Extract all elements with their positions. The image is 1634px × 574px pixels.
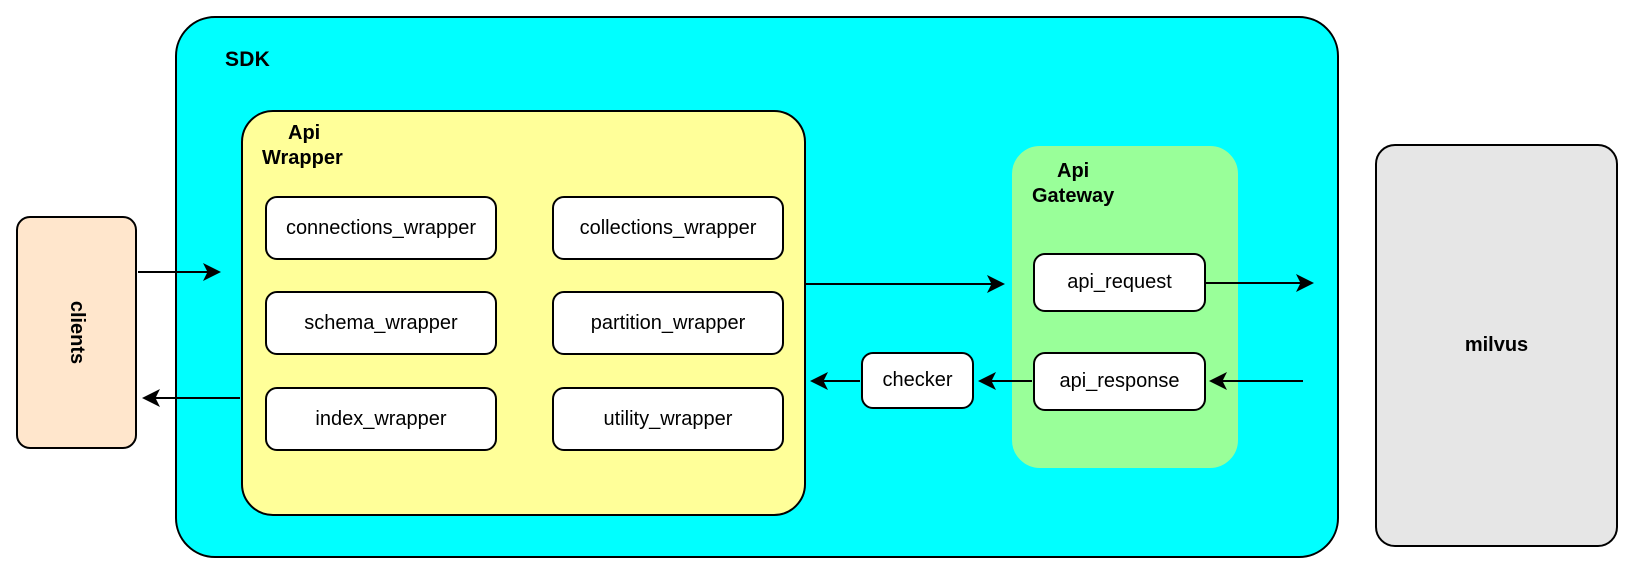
collections-wrapper-node[interactable]: collections_wrapper (552, 196, 784, 260)
sdk-title-label: SDK (225, 48, 270, 71)
partition-wrapper-node[interactable]: partition_wrapper (552, 291, 784, 355)
api-request-label: api_request (1067, 271, 1172, 293)
index-wrapper-node[interactable]: index_wrapper (265, 387, 497, 451)
api-wrapper-title: Api Wrapper (262, 121, 343, 171)
utility-wrapper-label: utility_wrapper (603, 407, 733, 430)
collections-wrapper-label: collections_wrapper (579, 216, 757, 239)
partition-wrapper-label: partition_wrapper (590, 311, 746, 334)
milvus-label: milvus (1464, 334, 1529, 356)
clients-label: clients (65, 300, 88, 365)
api-response-label: api_response (1059, 370, 1180, 392)
connections-wrapper-node[interactable]: connections_wrapper (265, 196, 497, 260)
api-gateway-title: Api Gateway (1032, 159, 1114, 209)
api-wrapper-title-line1: Api (288, 122, 321, 144)
api-gateway-title-line1: Api (1057, 160, 1090, 182)
api-gateway-title-line2: Gateway (1032, 185, 1115, 207)
schema-wrapper-node[interactable]: schema_wrapper (265, 291, 497, 355)
api-response-node[interactable]: api_response (1033, 352, 1206, 411)
checker-node[interactable]: checker (861, 352, 974, 409)
index-wrapper-label: index_wrapper (315, 407, 447, 430)
utility-wrapper-node[interactable]: utility_wrapper (552, 387, 784, 451)
checker-label: checker (882, 369, 953, 391)
api-request-node[interactable]: api_request (1033, 253, 1206, 312)
clients-node[interactable]: clients (16, 216, 137, 449)
milvus-node[interactable]: milvus (1375, 144, 1618, 547)
connections-wrapper-label: connections_wrapper (285, 216, 477, 239)
api-wrapper-title-line2: Wrapper (262, 147, 343, 169)
schema-wrapper-label: schema_wrapper (304, 311, 458, 334)
